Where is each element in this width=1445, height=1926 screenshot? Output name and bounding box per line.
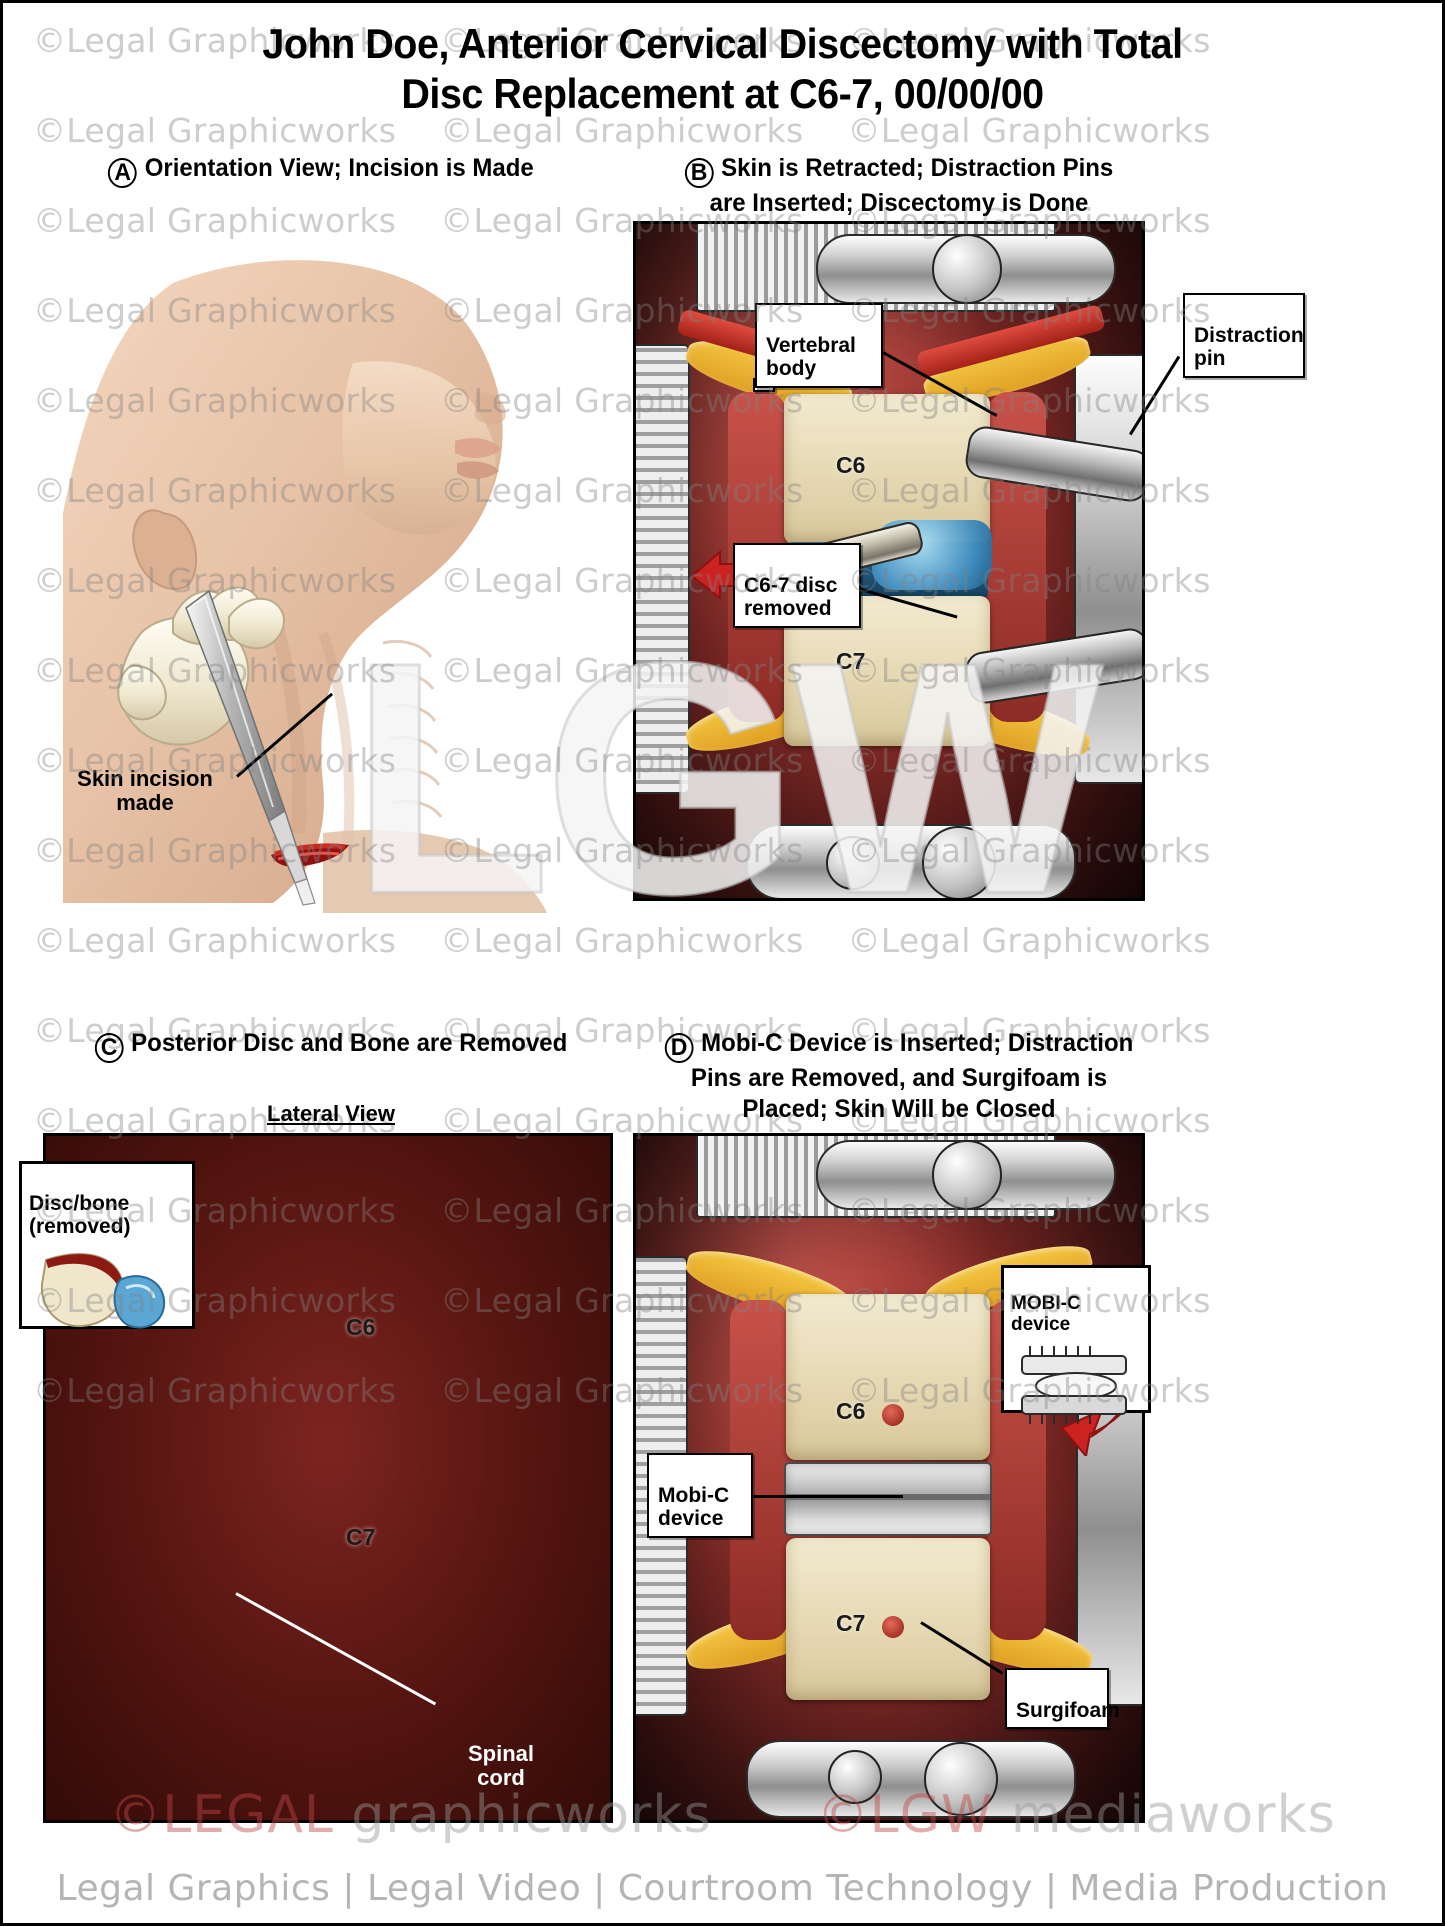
panel-d-label-c7: C7: [836, 1610, 866, 1636]
leader-mobi-c-device: [753, 1495, 903, 1498]
callout-vertebral-body-text: Vertebral body: [766, 333, 856, 381]
panel-c-sub-view-text: Lateral View: [267, 1101, 395, 1126]
panel-d-retractor-bottom-screw-2: [924, 1742, 998, 1816]
inset-mobi-c-device-caption: MOBI-C device: [1011, 1292, 1081, 1335]
retractor-left-blade: [636, 344, 690, 794]
surgifoam-patch-lower: [882, 1616, 904, 1638]
c6-vertebral-body: [784, 394, 990, 544]
panel-d-c6-vertebral-body: [786, 1294, 990, 1460]
panel-b-caption-line-1: Skin is Retracted; Distraction Pins: [721, 154, 1114, 182]
scalpel: [185, 589, 316, 906]
callout-distraction-pin-text: Distraction pin: [1194, 323, 1304, 371]
brand-right-primary: ©LGW: [816, 1785, 994, 1845]
panel-d-label-c6: C6: [836, 1398, 866, 1424]
panel-a-letter: A: [108, 157, 138, 188]
title-line-1: John Doe, Anterior Cervical Discectomy w…: [262, 20, 1183, 67]
watermark-text: ©Legal Graphicworks: [33, 921, 397, 960]
panel-b-letter: B: [684, 157, 714, 188]
panel-d-caption-line-3: Placed; Skin Will be Closed: [742, 1094, 1056, 1123]
title-line-2: Disc Replacement at C6-7, 00/00/00: [401, 69, 1044, 117]
page-title: John Doe, Anterior Cervical Discectomy w…: [3, 19, 1442, 118]
label-skin-incision-made: Skin incision made: [55, 743, 235, 816]
panel-d-letter: D: [664, 1032, 694, 1063]
retractor-bottom-screw: [826, 836, 880, 890]
callout-mobi-c-device-text: Mobi-C device: [658, 1483, 730, 1531]
panel-b-label-c6: C6: [836, 452, 866, 478]
panel-d-retractor-bottom-arm: [746, 1740, 1076, 1818]
inset-disc-bone-fragment-drawing: [40, 1253, 166, 1329]
inset-mobi-c-device: MOBI-C device: [1001, 1265, 1151, 1424]
callout-surgifoam-text: Surgifoam: [1016, 1698, 1120, 1722]
retractor-right-blade: [1074, 354, 1142, 784]
inset-disc-bone-removed-caption: Disc/bone (removed): [29, 1192, 131, 1239]
panel-b-image: C6 C7: [633, 221, 1145, 901]
panel-c-label-spinal-cord: Spinal cord: [467, 1741, 534, 1791]
callout-vertebral-body-box: Vertebral body: [755, 303, 883, 388]
inset-disc-bone-removed: Disc/bone (removed): [19, 1161, 195, 1329]
retractor-bottom-screw-2: [922, 826, 996, 898]
panel-d-caption-line-2: Pins are Removed, and Surgifoam is: [690, 1063, 1108, 1092]
callout-c6-7-disc-removed-text: C6-7 disc removed: [744, 573, 838, 621]
panel-a-illustration: [23, 213, 603, 913]
watermark-text: ©Legal Graphicworks: [440, 921, 804, 960]
callout-c6-7-disc-removed: C6-7 disc removed: [733, 543, 861, 628]
brand-left-primary: ©LEGAL: [109, 1785, 334, 1845]
neck-anatomy-drawing: [63, 260, 547, 913]
panel-c-label-c7: C7: [346, 1524, 376, 1550]
brand-mark-row: ©LEGAL graphicworks ©LGW mediaworks: [3, 1785, 1442, 1845]
panel-b-label-c7: C7: [836, 648, 866, 674]
panel-d-retractor-bottom-screw: [828, 1750, 882, 1804]
callout-surgifoam: Surgifoam: [1005, 1668, 1120, 1730]
panel-c-letter: C: [94, 1032, 124, 1063]
label-skin-incision-made-text: Skin incision made: [77, 766, 213, 816]
panel-c-sub-view: Lateral View: [41, 1101, 621, 1127]
panel-c-label-c6: C6: [346, 1314, 376, 1340]
surgifoam-patch-upper: [882, 1404, 904, 1426]
panel-d-caption-line-1: Mobi-C Device is Inserted; Distraction: [701, 1029, 1134, 1057]
footer-tagline-text: Legal Graphics | Legal Video | Courtroom…: [56, 1868, 1389, 1909]
brand-left-secondary: graphicworks: [351, 1785, 712, 1845]
panel-d-retractor-top-screw: [932, 1140, 1002, 1210]
retractor-top-screw: [932, 234, 1002, 304]
panel-a-caption-line-1: Orientation View; Incision is Made: [144, 154, 534, 182]
panel-d-image: C6 C7: [633, 1133, 1145, 1823]
mobi-c-device-drawing: [1021, 1345, 1127, 1424]
panel-c-caption-line-1: Posterior Disc and Bone are Removed: [131, 1029, 568, 1057]
callout-distraction-pin: Distraction pin: [1183, 293, 1305, 378]
footer-tagline: Legal Graphics | Legal Video | Courtroom…: [3, 1868, 1442, 1909]
callout-mobi-c-device: Mobi-C device: [647, 1453, 753, 1538]
watermark-text: ©Legal Graphicworks: [847, 921, 1211, 960]
brand-right-secondary: mediaworks: [1010, 1785, 1336, 1845]
panel-b-caption-line-2: are Inserted; Discectomy is Done: [709, 188, 1089, 217]
retractor-bottom-arm: [746, 824, 1076, 898]
